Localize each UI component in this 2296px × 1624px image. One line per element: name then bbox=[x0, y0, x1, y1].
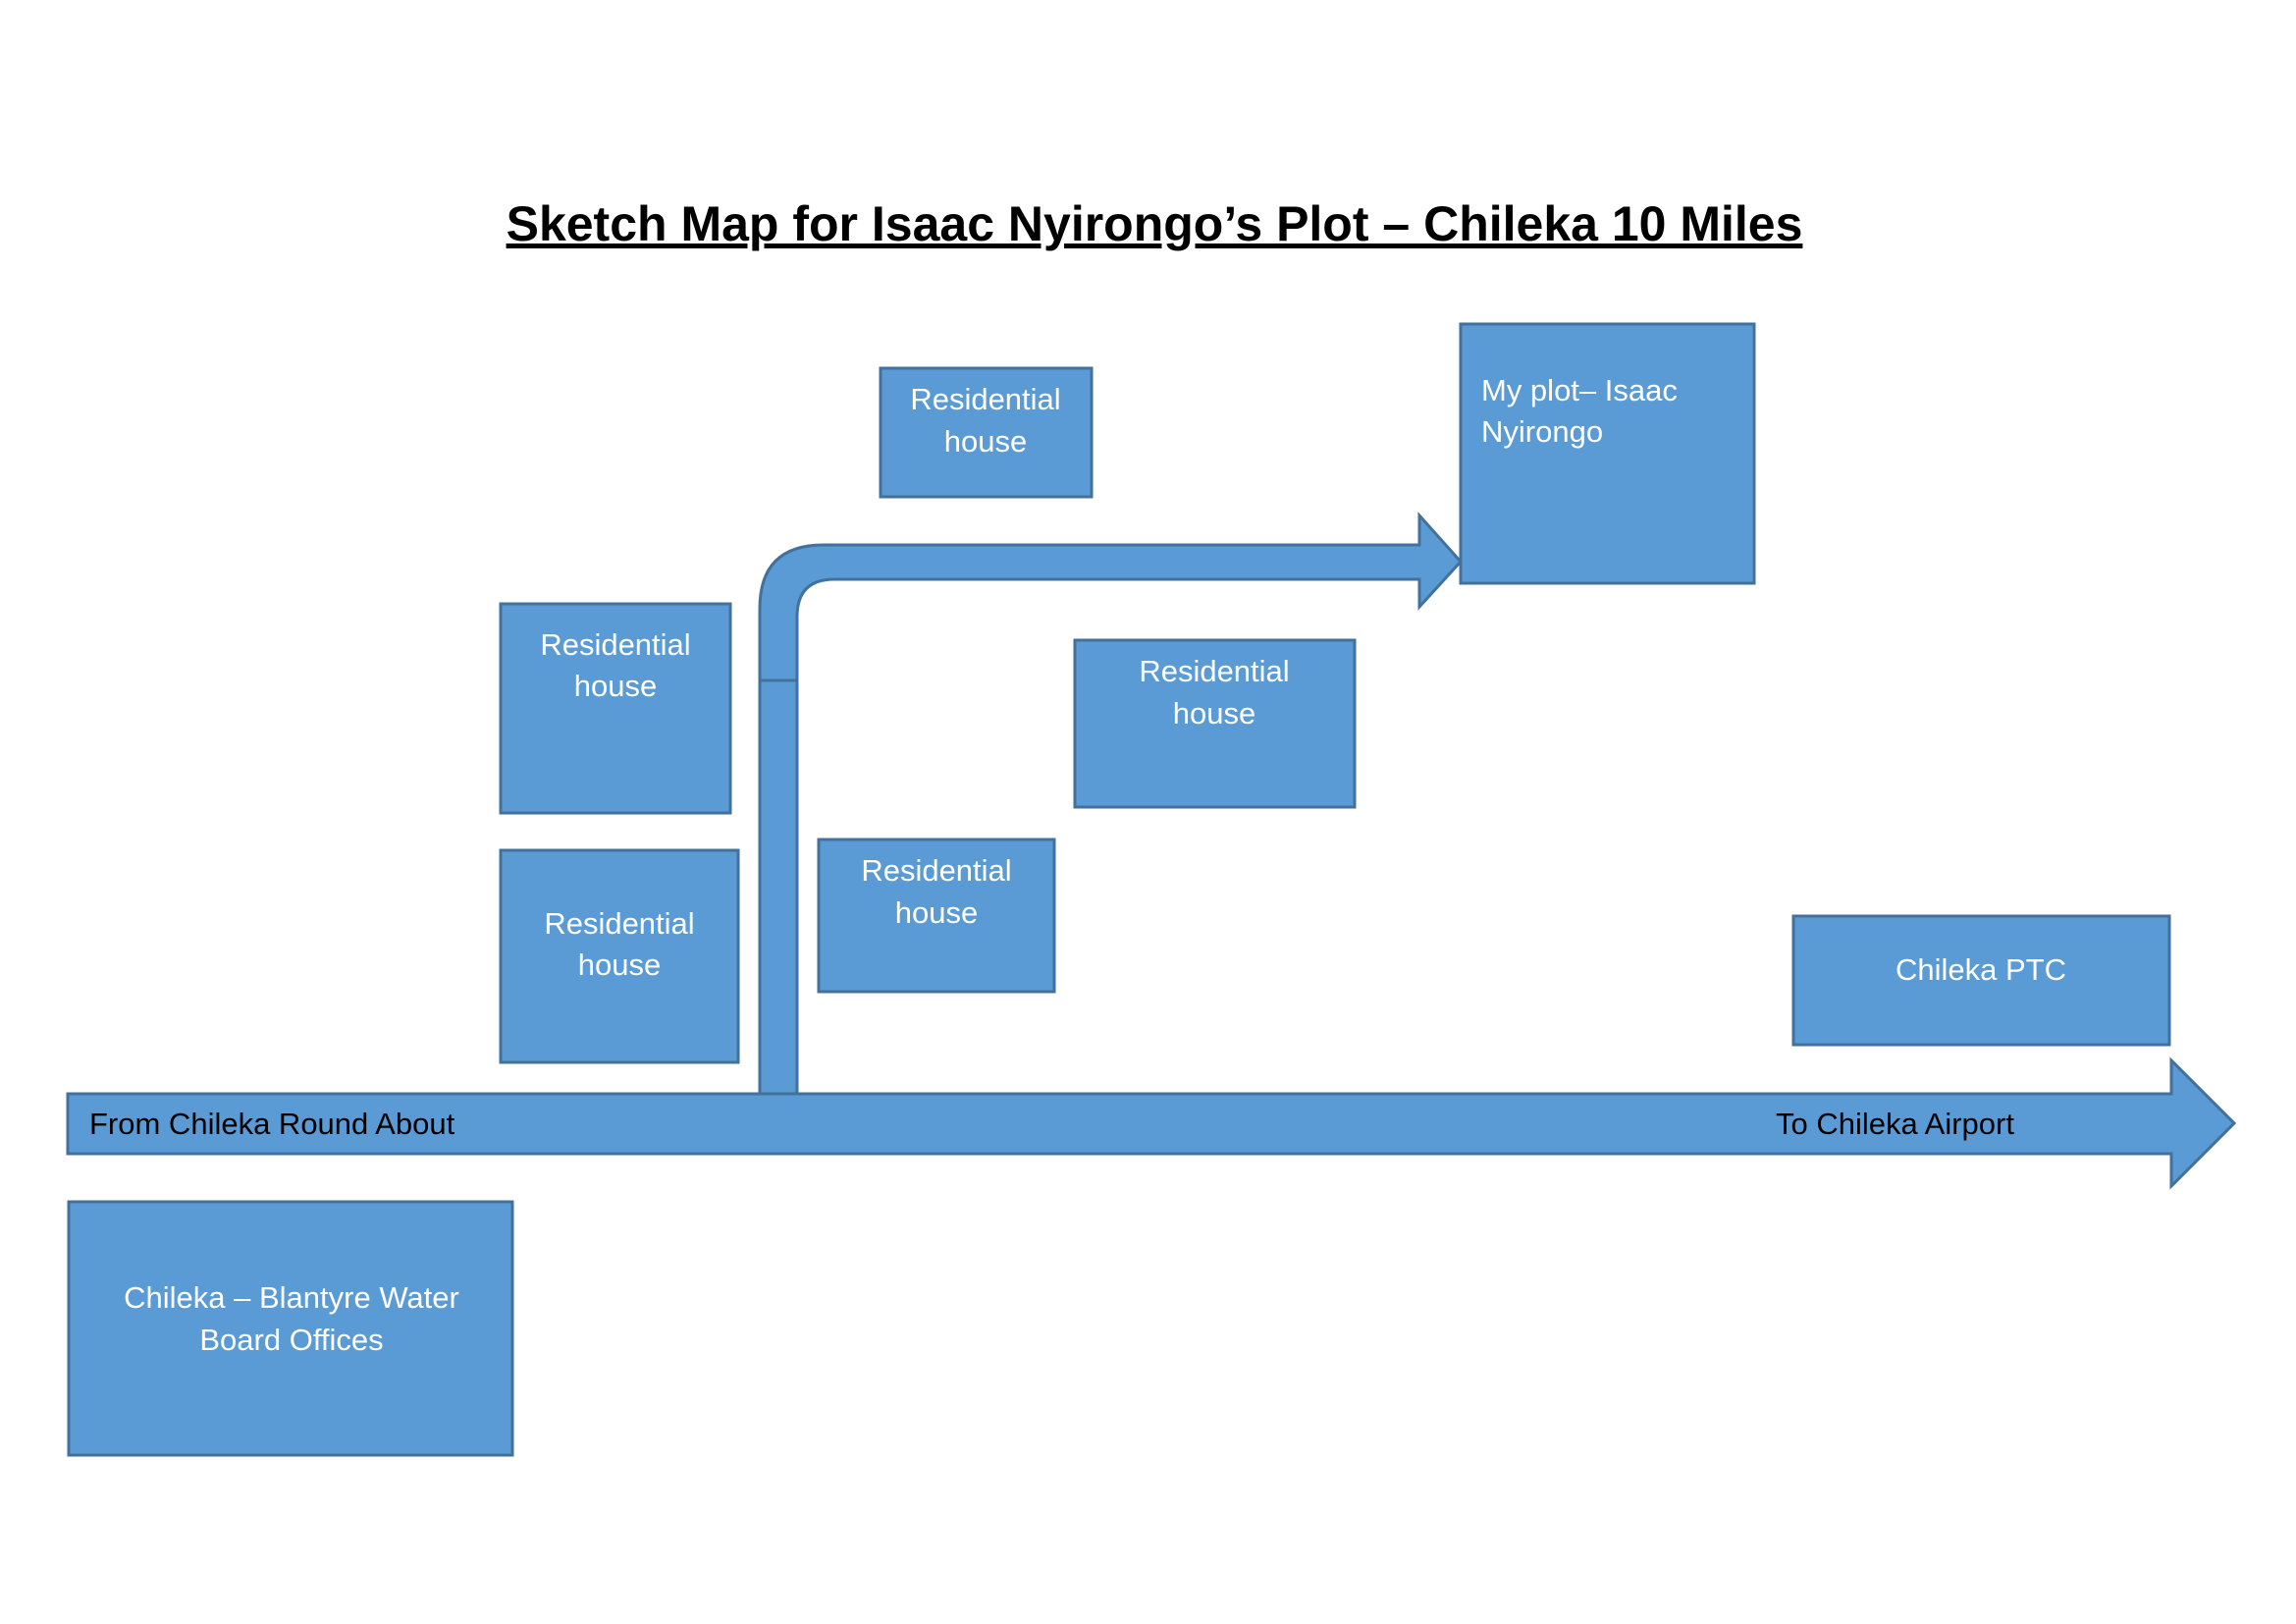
label: house bbox=[895, 895, 978, 930]
road-from-label: From Chileka Round About bbox=[89, 1107, 455, 1141]
road-to-label: To Chileka Airport bbox=[1776, 1107, 2014, 1141]
label: My plot– Isaac bbox=[1481, 373, 1678, 407]
main-road-arrow bbox=[66, 1056, 2237, 1190]
map-title: Sketch Map for Isaac Nyirongo’s Plot – C… bbox=[507, 196, 1803, 251]
label: house bbox=[1173, 696, 1255, 731]
water-board-offices bbox=[67, 1200, 514, 1457]
residential-house-3 bbox=[499, 848, 740, 1064]
label: Residential bbox=[1139, 654, 1289, 688]
my-plot bbox=[1459, 322, 1756, 585]
residential-house-1 bbox=[879, 366, 1094, 499]
label: Chileka PTC bbox=[1896, 952, 2066, 987]
label: Residential bbox=[544, 906, 694, 941]
residential-house-4 bbox=[817, 838, 1056, 994]
label: house bbox=[574, 669, 657, 703]
label: Residential bbox=[540, 627, 690, 662]
residential-house-5 bbox=[1073, 638, 1357, 809]
label: Residential bbox=[861, 853, 1011, 888]
label: Chileka – Blantyre Water bbox=[124, 1280, 459, 1315]
label: Board Offices bbox=[199, 1323, 383, 1357]
chileka-ptc bbox=[1791, 914, 2171, 1047]
label: Residential bbox=[910, 382, 1060, 416]
side-road bbox=[758, 678, 799, 1096]
label: Nyirongo bbox=[1481, 414, 1603, 449]
label: house bbox=[578, 947, 661, 982]
residential-house-2 bbox=[499, 602, 732, 815]
bent-road-arrow bbox=[758, 512, 1464, 682]
label: house bbox=[944, 424, 1027, 459]
